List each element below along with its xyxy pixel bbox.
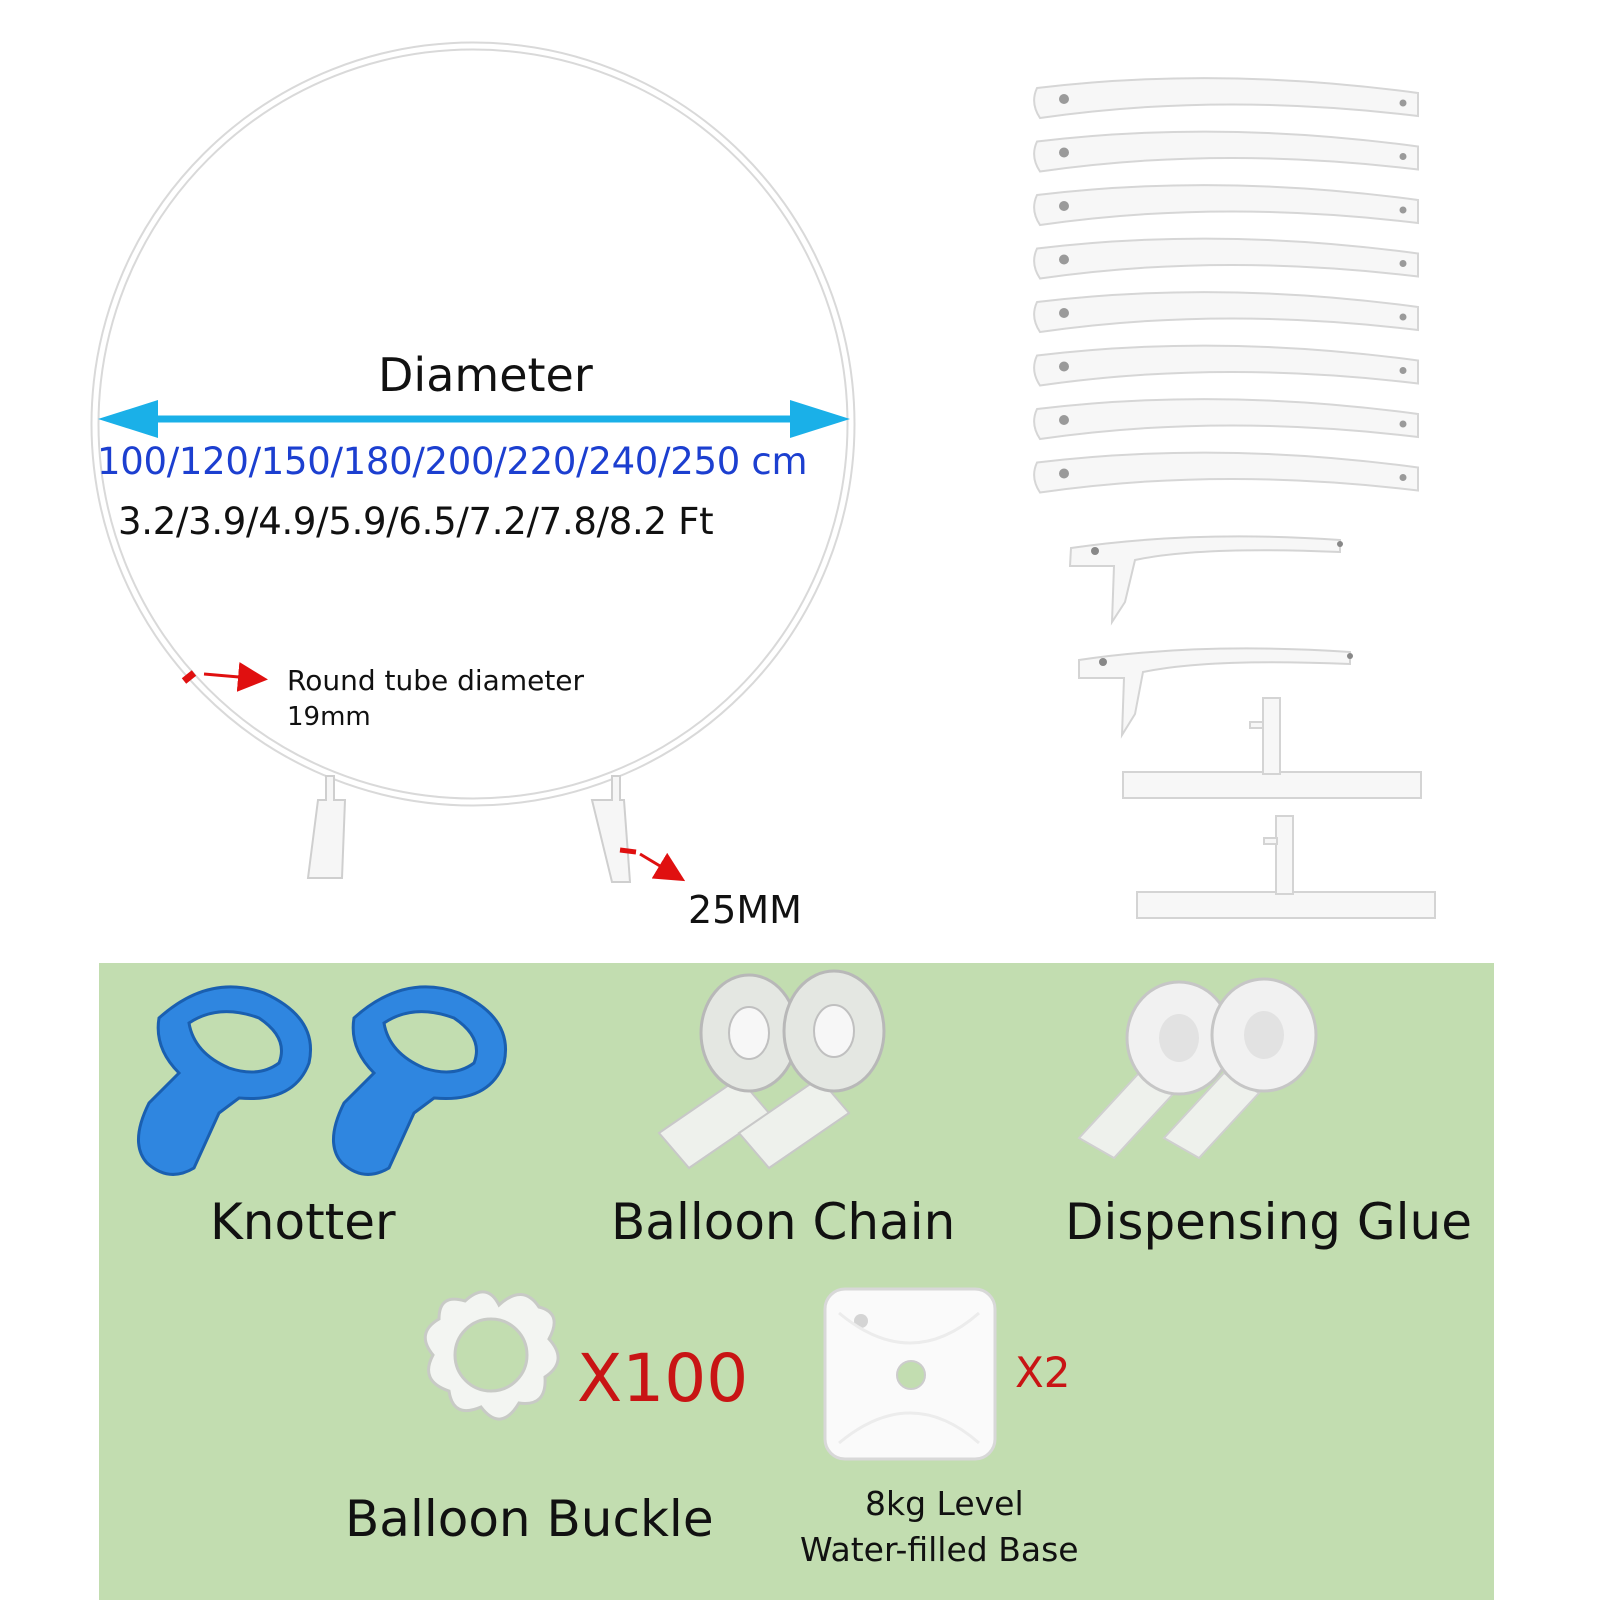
arc-tube-segment-icon bbox=[1033, 77, 1419, 120]
dispensing-glue-label: Dispensing Glue bbox=[1065, 1193, 1472, 1251]
arc-tube-segment-icon bbox=[1033, 344, 1419, 387]
ring-stand-legs-icon bbox=[306, 775, 632, 883]
arc-tube-segment-icon bbox=[1033, 130, 1419, 173]
tube-diameter-value: 19mm bbox=[287, 702, 371, 732]
arc-tube-segment-icon bbox=[1033, 291, 1419, 334]
arc-tube-segment-icon bbox=[1033, 398, 1419, 441]
knotter-tool-icon bbox=[137, 985, 507, 1176]
knotter-label: Knotter bbox=[210, 1193, 396, 1251]
diameter-arrow-icon bbox=[98, 400, 850, 438]
sizes-ft-label: 3.2/3.9/4.9/5.9/6.5/7.2/7.8/8.2 Ft bbox=[118, 500, 714, 543]
arc-tube-segments bbox=[1033, 77, 1419, 494]
t-base-foot-icon bbox=[1122, 697, 1436, 919]
diameter-label: Diameter bbox=[378, 348, 593, 402]
sizes-cm-label: 100/120/150/180/200/220/240/250 cm bbox=[97, 440, 808, 483]
leg-segment-icon bbox=[1068, 535, 1353, 739]
glue-dot-roll-icon bbox=[1077, 977, 1318, 1160]
accessories-panel: Knotter Balloon Chain Dispensing Glue Ba… bbox=[99, 963, 1494, 1600]
tube-diameter-label: Round tube diameter bbox=[287, 664, 585, 697]
balloon-buckle-icon bbox=[423, 1290, 560, 1421]
balloon-buckle-label: Balloon Buckle bbox=[345, 1490, 714, 1548]
water-base-bag-icon bbox=[823, 1287, 997, 1461]
arc-tube-segment-icon bbox=[1033, 237, 1419, 280]
balloon-chain-roll-icon bbox=[657, 969, 886, 1170]
base-weight-label: 8kg Level bbox=[865, 1484, 1024, 1523]
buckle-quantity: X100 bbox=[577, 1340, 749, 1417]
base-tube-size-label: 25MM bbox=[688, 888, 802, 932]
base-quantity: X2 bbox=[1015, 1348, 1071, 1397]
arc-tube-segment-icon bbox=[1033, 451, 1419, 494]
ring-frame-icon bbox=[90, 41, 856, 807]
balloon-chain-label: Balloon Chain bbox=[611, 1193, 956, 1251]
arc-tube-segment-icon bbox=[1033, 184, 1419, 227]
accessories-illustrations bbox=[137, 969, 1318, 1461]
base-tube-pointer-icon bbox=[619, 847, 686, 882]
base-name-label: Water-filled Base bbox=[800, 1530, 1079, 1569]
frame-diagram bbox=[90, 41, 1436, 919]
tube-diameter-pointer-icon bbox=[181, 661, 268, 692]
